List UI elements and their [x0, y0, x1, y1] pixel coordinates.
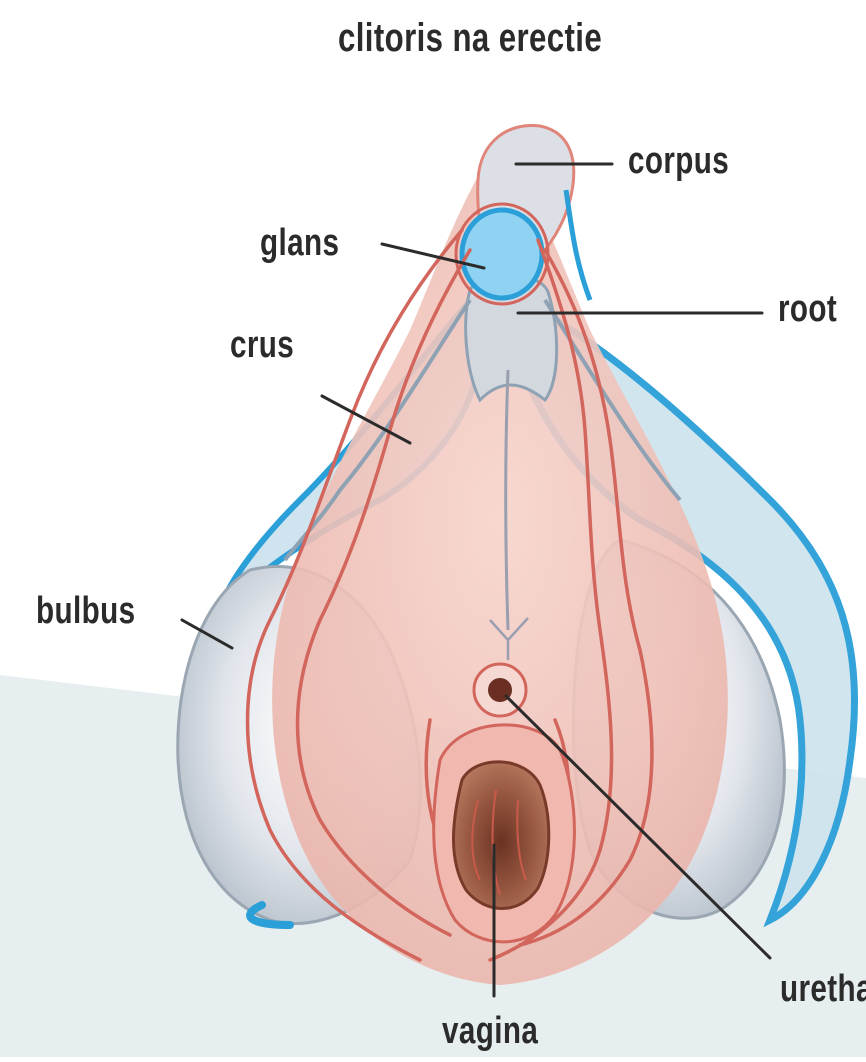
glans-shape: [462, 210, 542, 298]
diagram-title: clitoris na erectie: [338, 18, 602, 58]
label-uretha: uretha: [780, 970, 866, 1008]
label-glans: glans: [260, 224, 339, 262]
label-crus: crus: [230, 326, 294, 364]
label-root: root: [778, 290, 837, 328]
vaginal-opening: [454, 762, 549, 909]
label-vagina: vagina: [442, 1012, 538, 1050]
label-bulbus: bulbus: [36, 592, 135, 630]
label-corpus: corpus: [628, 142, 729, 180]
